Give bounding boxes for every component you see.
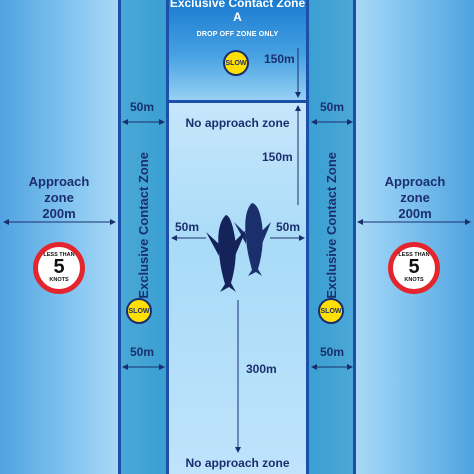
whale-icon xyxy=(206,215,246,292)
slow-sign-icon: SLOW xyxy=(318,298,344,324)
distance-label-left-upper: 50m xyxy=(130,100,155,114)
exclusive-contact-zone-left xyxy=(121,0,166,474)
distance-label-right-upper: 50m xyxy=(320,100,345,114)
no-approach-label-bottom: No approach zone xyxy=(185,456,290,470)
distance-label-whale-bottom: 300m xyxy=(246,362,277,376)
zone-a-distance: 150m xyxy=(264,52,295,66)
speed-limit-sign-icon: LESS THAN 5 KNOTS xyxy=(33,242,85,294)
approach-zone-left xyxy=(0,0,118,474)
distance-label-whale-right: 50m xyxy=(276,220,301,234)
distance-label-left-lower: 50m xyxy=(130,345,155,359)
boundary-line xyxy=(306,0,309,474)
distance-label-right-lower: 50m xyxy=(320,345,345,359)
zone-a-boundary xyxy=(169,100,306,103)
no-approach-label-top: No approach zone xyxy=(185,116,290,130)
distance-label-whale-top: 150m xyxy=(262,150,293,164)
slow-sign-icon: SLOW xyxy=(126,298,152,324)
zone-a-title: Exclusive Contact Zone A xyxy=(169,0,306,24)
whale-icon xyxy=(234,203,271,276)
boundary-line xyxy=(118,0,121,474)
distance-label-whale-left: 50m xyxy=(175,220,200,234)
zone-a-subtitle: DROP OFF ZONE ONLY xyxy=(196,31,279,38)
speed-limit-sign-icon: LESS THAN 5 KNOTS xyxy=(388,242,440,294)
approach-zone-right xyxy=(356,0,474,474)
boundary-line xyxy=(166,0,169,474)
boundary-line xyxy=(353,0,356,474)
approach-zone-label-left: Approach zone 200m xyxy=(28,174,90,221)
slow-sign-icon: SLOW xyxy=(223,50,249,76)
exclusive-contact-zone-right xyxy=(309,0,354,474)
approach-zone-label-right: Approach zone 200m xyxy=(384,174,446,221)
